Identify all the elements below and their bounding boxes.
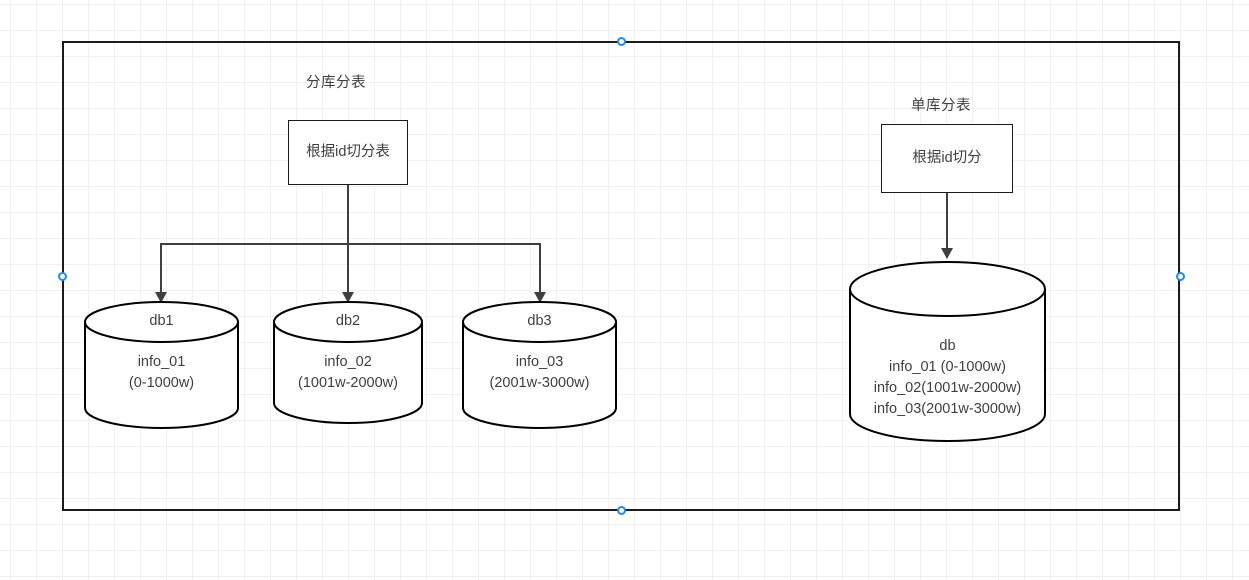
arrowhead-icon-db2 <box>342 292 354 303</box>
arrowhead-icon-db <box>941 248 953 259</box>
database-cylinder-db[interactable]: db info_01 (0-1000w) info_02(1001w-2000w… <box>848 260 1047 443</box>
cylinder-shape-icon <box>273 301 423 424</box>
connector-drop-db1 <box>160 243 162 295</box>
cylinder-shape-icon <box>84 301 239 429</box>
database-cylinder-db1[interactable]: db1 info_01 (0-1000w) <box>83 300 240 430</box>
section-title-sharding-db-and-table: 分库分表 <box>306 75 366 91</box>
connector-trunk-right <box>946 193 948 251</box>
resize-handle-top[interactable] <box>617 37 626 46</box>
connector-drop-db2 <box>347 243 349 295</box>
process-box-left-label: 根据id切分表 <box>306 143 390 160</box>
arrowhead-icon-db3 <box>534 292 546 303</box>
resize-handle-bottom[interactable] <box>617 506 626 515</box>
resize-handle-left[interactable] <box>58 272 67 281</box>
arrowhead-icon-db1 <box>155 292 167 303</box>
process-box-right-label: 根据id切分 <box>912 149 982 166</box>
resize-handle-right[interactable] <box>1176 272 1185 281</box>
cylinder-shape-icon <box>462 301 617 429</box>
database-cylinder-db2[interactable]: db2 info_02 (1001w-2000w) <box>272 300 424 425</box>
process-box-split-by-id[interactable]: 根据id切分 <box>881 124 1013 193</box>
connector-trunk-left <box>347 185 349 245</box>
cylinder-shape-icon <box>849 261 1046 442</box>
process-box-split-table-by-id[interactable]: 根据id切分表 <box>288 120 408 185</box>
section-title-single-db-sharding-table: 单库分表 <box>911 98 971 114</box>
connector-drop-db3 <box>539 243 541 295</box>
database-cylinder-db3[interactable]: db3 info_03 (2001w-3000w) <box>461 300 618 430</box>
connector-branch-bar <box>160 243 541 245</box>
